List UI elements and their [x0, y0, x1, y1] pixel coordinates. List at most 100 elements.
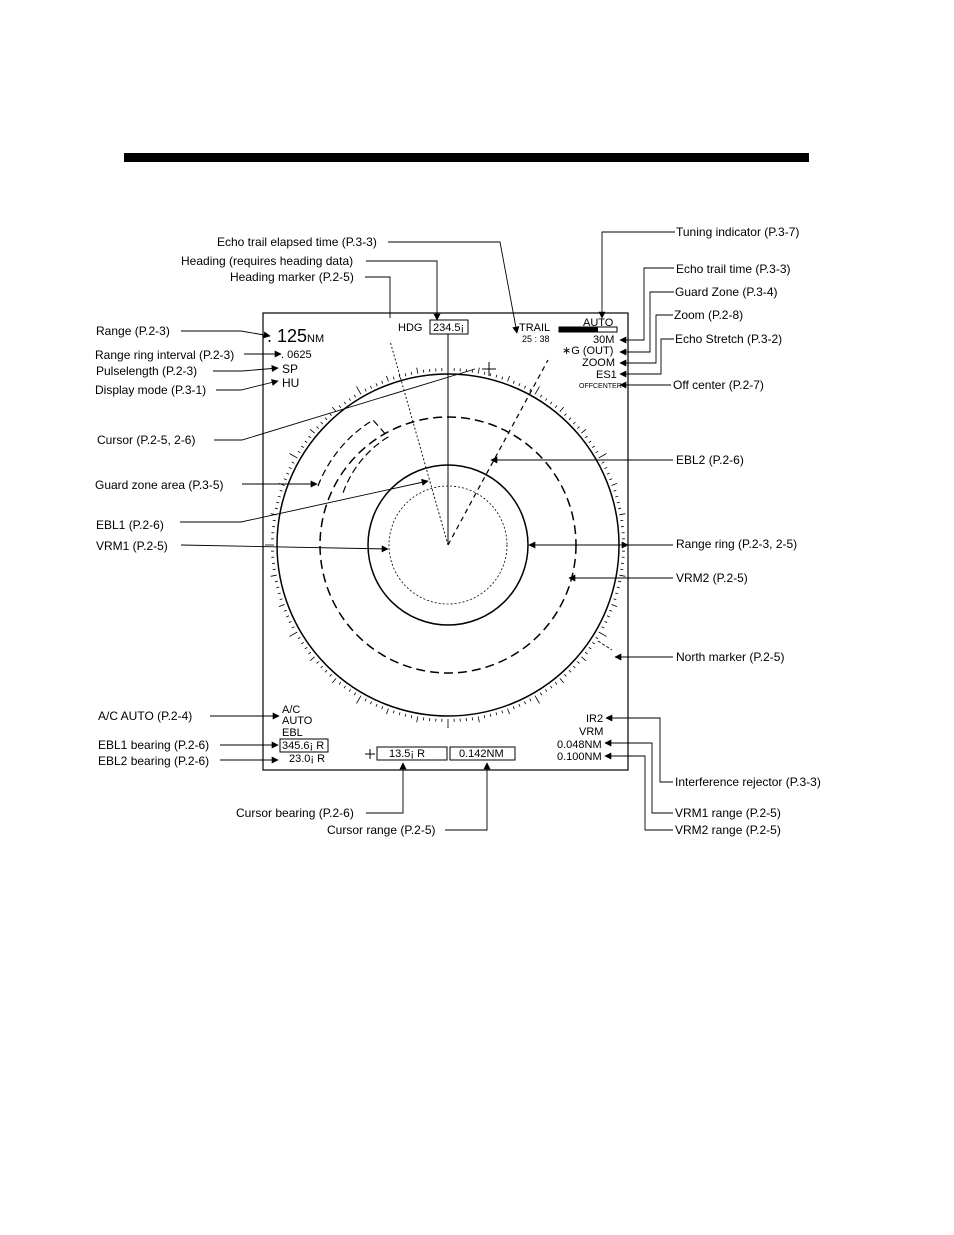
bearing-tick — [316, 661, 319, 664]
bearing-tick — [568, 417, 572, 421]
bearing-tick — [277, 495, 281, 498]
bearing-tick — [581, 428, 587, 434]
leader-lines — [180, 231, 675, 831]
bearing-tick — [549, 685, 553, 689]
bearing-tick — [544, 398, 548, 401]
bearing-tick — [619, 513, 626, 516]
bearing-tick — [338, 681, 342, 685]
callout-off-center: Off center (P.2-7) — [673, 378, 764, 392]
trail-length: 30M — [593, 334, 614, 346]
bearing-tick — [286, 615, 290, 618]
bearing-tick — [309, 656, 315, 662]
bearing-tick — [615, 495, 619, 498]
bearing-tick — [534, 386, 540, 395]
bearing-tick — [544, 689, 548, 692]
bearing-tick — [301, 641, 304, 645]
bearing-tick — [274, 580, 278, 583]
bearing-tick — [477, 367, 480, 374]
bearing-tick — [489, 713, 492, 717]
bearing-tick — [291, 626, 295, 629]
ac-label: A/C — [282, 704, 300, 716]
bearing-tick — [613, 598, 617, 601]
bearing-tick — [598, 631, 607, 637]
callout-display-mode: Display mode (P.3-1) — [95, 383, 206, 397]
bearing-tick — [588, 646, 592, 650]
display-mode-value: HU — [282, 376, 299, 390]
bearing-tick — [477, 716, 480, 723]
pulselength-value: SP — [282, 362, 298, 376]
vrm1-range-value: 0.048NM — [557, 739, 602, 751]
bearing-tick — [331, 406, 337, 412]
callout-zoom: Zoom (P.2-8) — [674, 308, 743, 322]
bearing-tick — [554, 405, 558, 409]
bearing-tick — [495, 712, 498, 716]
callout-guard-zone-area: Guard zone area (P.3-5) — [95, 478, 224, 492]
bearing-tick — [356, 386, 362, 395]
callout-pulselength: Pulselength (P.2-3) — [96, 364, 197, 378]
hdg-box — [429, 319, 469, 335]
cursor-small-cross — [365, 749, 375, 759]
bearing-tick — [291, 461, 295, 464]
bearing-tick — [595, 636, 599, 640]
bearing-tick — [483, 715, 486, 719]
bearing-tick — [283, 609, 287, 612]
bearing-tick — [288, 467, 292, 470]
bearing-tick — [507, 375, 510, 382]
bearing-tick — [278, 604, 285, 607]
hdg-label: HDG — [398, 322, 422, 334]
bearing-tick — [416, 367, 419, 374]
vrm2-range-value: 0.100NM — [557, 751, 602, 763]
ebl1-bearing-value: 345.6¡ R — [282, 740, 324, 752]
bearing-tick — [274, 507, 278, 510]
bearing-tick — [539, 692, 543, 696]
bearing-tick — [559, 678, 565, 684]
bearing-tick — [604, 467, 608, 470]
bearing-tick — [398, 712, 401, 716]
bearing-tick — [609, 478, 613, 481]
bearing-tick — [289, 453, 298, 459]
zoom-status: ZOOM — [582, 357, 615, 369]
bearing-tick — [529, 388, 532, 392]
bearing-tick — [564, 674, 567, 677]
bearing-tick — [601, 461, 605, 464]
bearing-tick — [577, 426, 580, 429]
bearing-tick — [338, 405, 342, 409]
bearing-tick — [539, 394, 543, 398]
bearing-tick — [289, 631, 298, 637]
ebl-label: EBL — [282, 727, 303, 739]
bearing-tick — [386, 375, 389, 382]
bearing-tick — [584, 651, 588, 655]
callout-interference-rejector: Interference rejector (P.3-3) — [675, 775, 821, 789]
bearing-tick — [529, 698, 532, 702]
bearing-tick — [601, 626, 605, 629]
cursor-bearing-box — [376, 746, 448, 761]
bearing-tick — [283, 478, 287, 481]
ebl1-bearing-box — [279, 738, 329, 753]
bearing-tick — [501, 376, 504, 380]
callout-ebl2: EBL2 (P.2-6) — [676, 453, 744, 467]
bearing-tick — [279, 489, 283, 492]
bearing-tick — [286, 472, 290, 475]
bearing-tick — [392, 376, 395, 380]
bearing-tick — [592, 445, 595, 449]
off-center-status: OFFCENTER — [579, 383, 622, 390]
bearing-tick — [324, 669, 328, 673]
cursor-range-box — [449, 746, 516, 761]
bearing-tick — [343, 685, 347, 689]
callout-cursor-range: Cursor range (P.2-5) — [327, 823, 436, 837]
callout-ac-auto: A/C AUTO (P.2-4) — [98, 709, 192, 723]
bearing-tick — [348, 398, 352, 401]
callout-echo-stretch: Echo Stretch (P.3-2) — [675, 332, 782, 346]
bearing-tick — [353, 394, 357, 398]
bearing-tick — [507, 708, 510, 715]
bearing-tick — [277, 592, 281, 595]
callout-range-ring-interval: Range ring interval (P.2-3) — [95, 348, 234, 362]
bearing-tick — [568, 669, 572, 673]
bearing-tick — [618, 507, 622, 510]
bearing-tick — [386, 708, 389, 715]
bearing-tick — [501, 710, 504, 714]
callout-range-ring: Range ring (P.2-3, 2-5) — [676, 537, 797, 551]
callout-ebl1-bearing: EBL1 bearing (P.2-6) — [98, 738, 209, 752]
bearing-tick — [572, 665, 576, 669]
